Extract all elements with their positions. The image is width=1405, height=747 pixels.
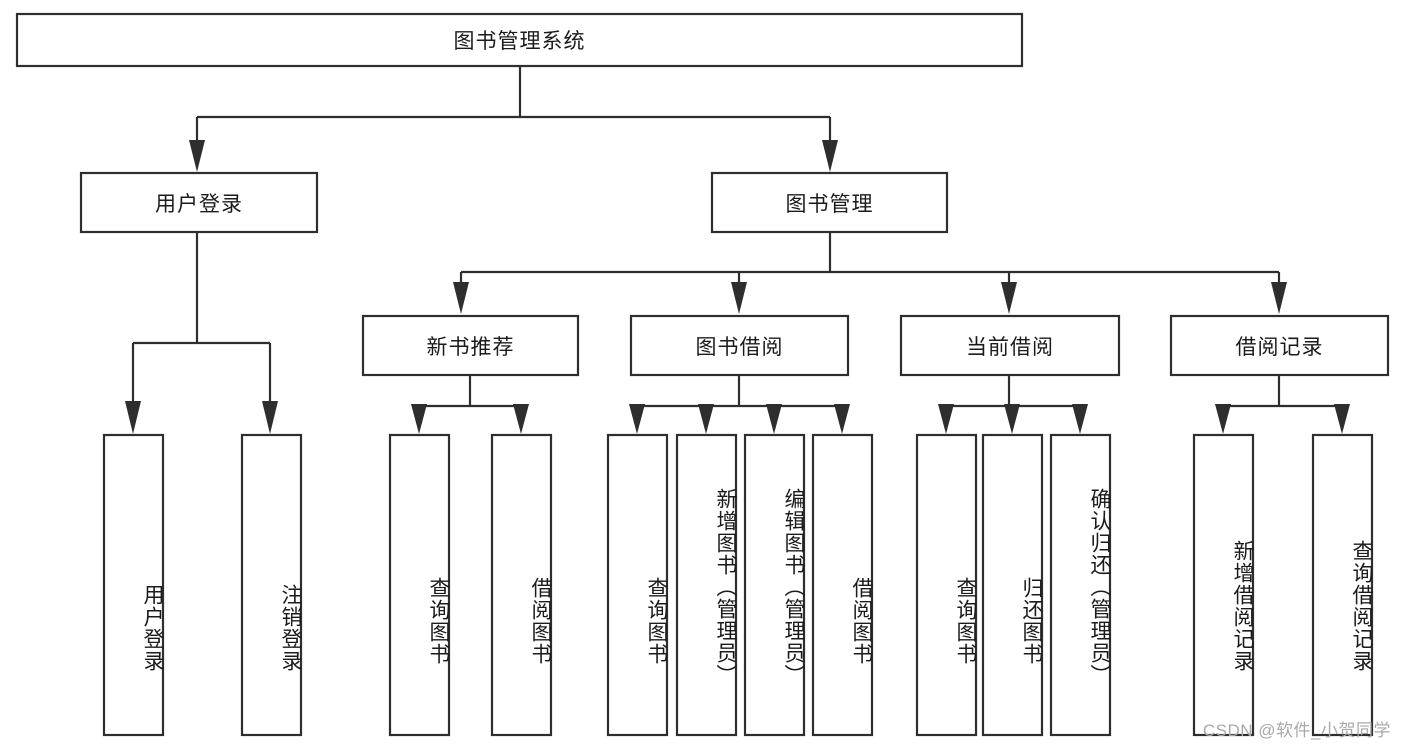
arrow-user-login-l2 (262, 401, 278, 434)
arrow-bb-l2 (698, 404, 714, 434)
arrow-cb-l2 (1004, 404, 1020, 434)
node-box-leaf-user-logout[interactable] (240, 433, 303, 737)
node-box-book-manage[interactable] (710, 171, 949, 234)
connector-layer (125, 66, 1350, 434)
arrow-nbr-l2 (513, 404, 529, 434)
node-box-leaf-query-book-3[interactable] (915, 433, 978, 737)
arrow-root-to-user-login (189, 140, 205, 172)
arrow-nbr-l1 (411, 404, 427, 434)
arrow-br-l2 (1334, 404, 1350, 434)
node-box-root[interactable] (15, 12, 1024, 68)
node-box-leaf-borrow-book-2[interactable] (811, 433, 874, 737)
node-box-borrow-record[interactable] (1169, 314, 1390, 377)
arrow-bb-l1 (629, 404, 645, 434)
node-box-current-borrow[interactable] (899, 314, 1121, 377)
arrow-bm-to-current-borrow (1001, 282, 1017, 314)
node-box-leaf-add-book[interactable] (675, 433, 738, 737)
arrow-br-l1 (1215, 404, 1231, 434)
node-box-leaf-query-record[interactable] (1311, 433, 1374, 737)
node-box-leaf-user-login[interactable] (102, 433, 165, 737)
arrow-cb-l1 (938, 404, 954, 434)
arrow-bb-l3 (766, 404, 782, 434)
node-box-new-book-recommend[interactable] (361, 314, 580, 377)
arrow-user-login-l1 (125, 401, 141, 434)
csdn-watermark: CSDN @软件_小贺同学 (1202, 721, 1391, 740)
node-box-leaf-edit-book[interactable] (743, 433, 806, 737)
node-box-leaf-query-book-2[interactable] (606, 433, 669, 737)
node-box-leaf-borrow-book-1[interactable] (490, 433, 553, 737)
node-box-leaf-add-record[interactable] (1192, 433, 1255, 737)
node-box-user-login[interactable] (79, 171, 319, 234)
arrow-bm-to-book-borrow (731, 282, 747, 314)
arrow-root-to-book-manage (822, 140, 838, 172)
node-box-book-borrow[interactable] (629, 314, 850, 377)
arrow-cb-l3 (1072, 404, 1088, 434)
node-layer (15, 12, 1390, 737)
arrow-bm-to-borrow-record (1271, 282, 1287, 314)
node-box-leaf-return-book[interactable] (981, 433, 1044, 737)
arrow-bb-l4 (834, 404, 850, 434)
arrow-bm-to-new-book (453, 282, 469, 314)
node-box-leaf-query-book-1[interactable] (388, 433, 451, 737)
node-box-leaf-confirm-return[interactable] (1049, 433, 1112, 737)
